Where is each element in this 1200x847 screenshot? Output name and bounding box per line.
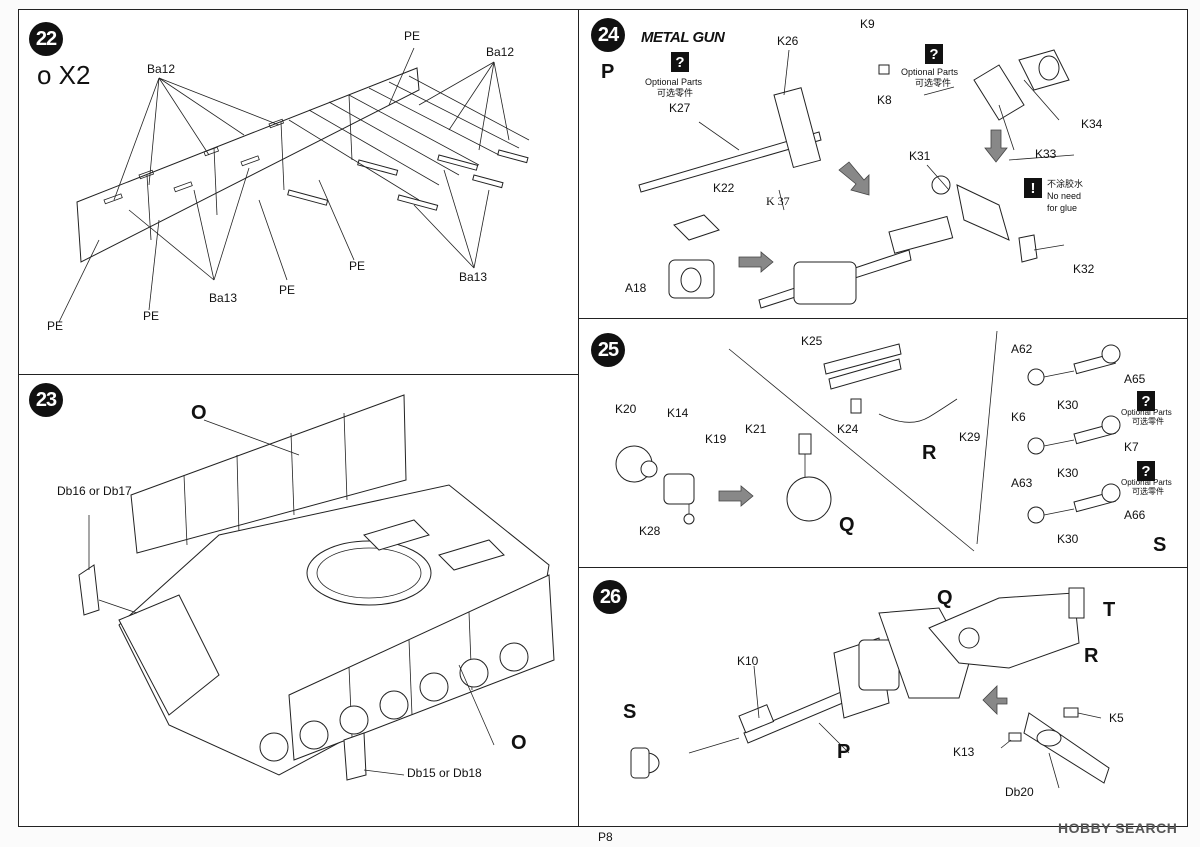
optional-parts-label: Optional Parts — [645, 77, 703, 87]
skirt-o-bottom-label: O — [511, 732, 527, 754]
optional-parts-icon-2: ? — [925, 44, 943, 64]
a66-label: A66 — [1124, 508, 1146, 522]
k6-label: K6 — [1011, 410, 1026, 424]
step-25-panel: 25 K20 K14 K19 K28 K21 Q K25 K24 K29 R A… — [578, 318, 1188, 568]
subassembly-s-label-26: S — [623, 701, 637, 723]
step-23-panel: 23 O O Db16 or Db17 Db15 or Db18 — [18, 374, 579, 827]
k24-label: K24 — [837, 422, 859, 436]
ba12-left-label: Ba12 — [147, 62, 176, 76]
step-26-drawing — [630, 587, 1110, 789]
k30-label-2: K30 — [1057, 466, 1079, 480]
no-glue-en-label: No need — [1047, 191, 1082, 201]
k29-label: K29 — [959, 430, 981, 444]
step-23-drawing — [78, 394, 555, 781]
ba12-right-label: Ba12 — [486, 45, 515, 59]
step-25-drawing — [615, 330, 1121, 552]
k5-label: K5 — [1109, 711, 1124, 725]
k19-label: K19 — [705, 432, 727, 446]
k25-label: K25 — [801, 334, 823, 348]
k8-label: K8 — [877, 93, 892, 107]
k14-label: K14 — [667, 406, 689, 420]
k28-label: K28 — [639, 524, 661, 538]
step-24-drawing — [638, 49, 1075, 309]
k34-label: K34 — [1081, 117, 1103, 131]
pe-label-2: PE — [279, 283, 296, 297]
k9-label: K9 — [860, 17, 875, 31]
multiplier-label: o X2 — [37, 60, 91, 90]
subassembly-q-label-26: Q — [937, 587, 953, 609]
k33-label: K33 — [1035, 147, 1057, 161]
page-number: P8 — [598, 830, 613, 844]
optional-parts-icon-3: ? — [1137, 391, 1155, 411]
db15-label: Db15 or Db18 — [407, 766, 482, 780]
step-26-panel: 26 Q T R K10 S P K5 K13 Db20 — [578, 567, 1188, 827]
k30-label-3: K30 — [1057, 532, 1079, 546]
k32-label: K32 — [1073, 262, 1095, 276]
metal-gun-title: METAL GUN — [641, 29, 725, 46]
k10-label: K10 — [737, 654, 759, 668]
optional-parts-cn-label-3: 可选零件 — [1132, 417, 1164, 426]
optional-parts-icon-4: ? — [1137, 461, 1155, 481]
optional-parts-label-2: Optional Parts — [901, 67, 959, 77]
k20-label: K20 — [615, 402, 637, 416]
k31-label: K31 — [909, 149, 931, 163]
a62-label: A62 — [1011, 342, 1033, 356]
a18-label: A18 — [625, 281, 647, 295]
watermark: HOBBY SEARCH — [1058, 820, 1178, 836]
pe-label-3: PE — [143, 309, 160, 323]
subassembly-p-label-26: P — [837, 741, 851, 763]
k22-label: K22 — [713, 181, 735, 195]
step-25-number: 25 — [591, 333, 625, 367]
ba13-right-label: Ba13 — [459, 270, 488, 284]
pe-top-label: PE — [404, 29, 421, 43]
a63-label: A63 — [1011, 476, 1033, 490]
warning-icon: ! — [1024, 178, 1042, 198]
step-24-panel: 24 METAL GUN P ? Optional Parts 可选零件 K26… — [578, 9, 1188, 319]
a65-label: A65 — [1124, 372, 1146, 386]
optional-parts-cn-label: 可选零件 — [657, 88, 694, 98]
step-22-panel: 22 o X2 Ba12 Ba12 PE Ba13 Ba13 PE PE PE … — [18, 9, 579, 375]
step-22-number: 22 — [29, 22, 63, 56]
pe-label-4: PE — [47, 319, 64, 333]
db16-label: Db16 or Db17 — [57, 484, 132, 498]
k27-label: K27 — [669, 101, 691, 115]
optional-parts-cn-label-4: 可选零件 — [1132, 487, 1164, 496]
optional-parts-cn-label-2: 可选零件 — [915, 78, 952, 88]
no-glue-en2-label: for glue — [1047, 203, 1078, 213]
step-24-number: 24 — [591, 18, 625, 52]
subassembly-q-label: Q — [839, 514, 855, 536]
subassembly-r-label: R — [922, 442, 937, 464]
pe-label-1: PE — [349, 259, 366, 273]
step-23-number: 23 — [29, 383, 63, 417]
subassembly-t-label: T — [1103, 599, 1116, 621]
k30-label-1: K30 — [1057, 398, 1079, 412]
no-glue-cn-label: 不涂胶水 — [1047, 179, 1084, 189]
skirt-o-top-label: O — [191, 402, 207, 424]
k21-label: K21 — [745, 422, 767, 436]
k37-label: K 37 — [766, 194, 790, 208]
k7-label: K7 — [1124, 440, 1139, 454]
k26-label: K26 — [777, 34, 799, 48]
optional-parts-label-3: Optional Parts — [1121, 408, 1172, 417]
optional-parts-icon: ? — [671, 52, 689, 72]
subassembly-s-label: S — [1153, 534, 1167, 556]
k13-label: K13 — [953, 745, 975, 759]
optional-parts-label-4: Optional Parts — [1121, 478, 1172, 487]
subassembly-p-label: P — [601, 61, 615, 83]
db20-label: Db20 — [1005, 785, 1034, 799]
step-26-number: 26 — [593, 580, 627, 614]
ba13-mid-label: Ba13 — [209, 291, 238, 305]
step-22-drawing — [58, 47, 530, 323]
subassembly-r-label-26: R — [1084, 645, 1099, 667]
